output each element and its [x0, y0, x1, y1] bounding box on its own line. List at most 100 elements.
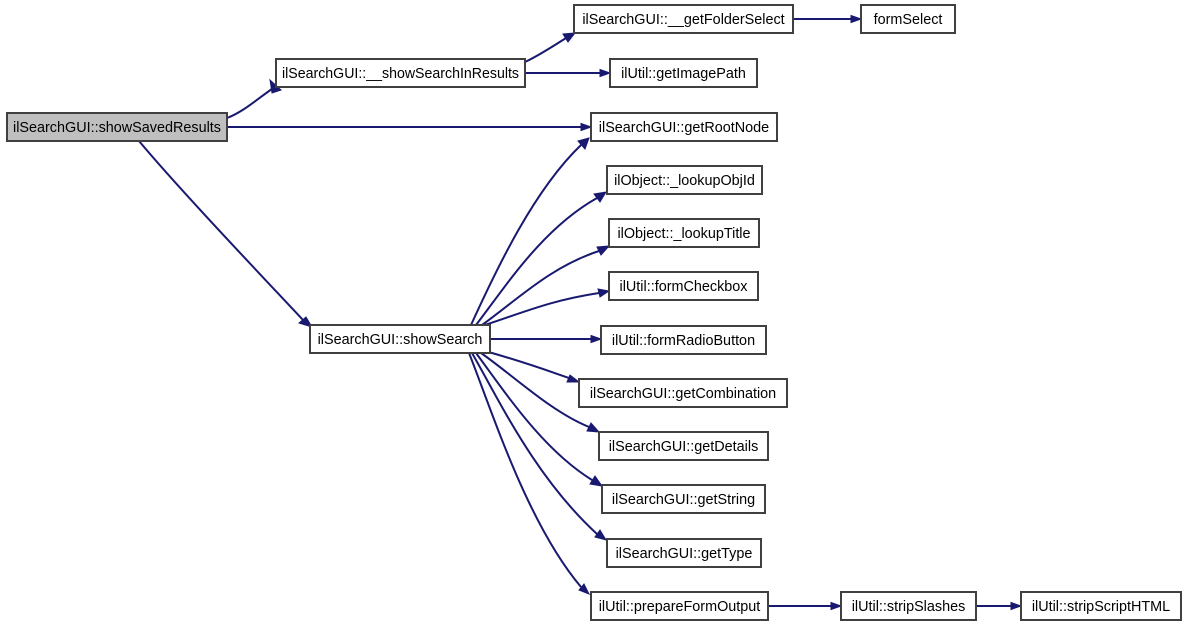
- node-rect[interactable]: [590, 591, 769, 621]
- node-rect[interactable]: [608, 271, 759, 301]
- node-rect[interactable]: [309, 324, 491, 354]
- call-edge-showSavedResults-to-getRootNode: [227, 122, 593, 132]
- graph-node-getType[interactable]: ilSearchGUI::getType: [606, 538, 762, 568]
- graph-node-stripScriptHTML[interactable]: ilUtil::stripScriptHTML: [1020, 591, 1182, 621]
- node-label: ilSearchGUI::__getFolderSelect: [582, 12, 784, 28]
- node-rect[interactable]: [601, 484, 766, 514]
- node-rect[interactable]: [590, 112, 778, 142]
- arrowhead-icon: [577, 137, 590, 150]
- graph-node-lookupTitle[interactable]: ilObject::_lookupTitle: [608, 218, 760, 248]
- node-label: ilSearchGUI::showSearch: [318, 332, 483, 348]
- node-label: ilUtil::formRadioButton: [612, 333, 755, 349]
- arrowhead-icon: [590, 334, 603, 344]
- node-label: ilSearchGUI::getString: [612, 492, 755, 508]
- arrowhead-icon: [566, 374, 581, 383]
- arrowhead-icon: [850, 14, 863, 24]
- graph-node-lookupObjId[interactable]: ilObject::_lookupObjId: [606, 165, 763, 195]
- call-edge-showSearch-to-lookupObjId: [475, 191, 607, 326]
- edge-line: [226, 85, 277, 119]
- node-rect[interactable]: [578, 378, 788, 408]
- call-edge-showSearchInResults-to-getImagePath: [525, 68, 612, 78]
- graph-node-formSelect[interactable]: formSelect: [860, 4, 956, 34]
- graph-node-getCombination[interactable]: ilSearchGUI::getCombination: [578, 378, 788, 408]
- graph-node-getRootNode[interactable]: ilSearchGUI::getRootNode: [590, 112, 778, 142]
- call-edge-showSearch-to-getType: [471, 352, 608, 541]
- node-rect[interactable]: [573, 4, 794, 34]
- edge-line: [475, 197, 598, 326]
- graph-node-stripSlashes[interactable]: ilUtil::stripSlashes: [840, 591, 977, 621]
- arrowhead-icon: [599, 68, 612, 78]
- node-label: ilUtil::getImagePath: [621, 66, 746, 82]
- arrowhead-icon: [597, 288, 611, 298]
- call-edge-showSearch-to-getDetails: [480, 352, 601, 433]
- edge-line: [468, 352, 582, 588]
- call-edge-showSavedResults-to-showSearch: [138, 140, 314, 328]
- node-label: ilSearchGUI::getRootNode: [599, 120, 769, 136]
- edge-line: [480, 352, 590, 428]
- graph-node-getString[interactable]: ilSearchGUI::getString: [601, 484, 766, 514]
- arrowhead-icon: [596, 245, 611, 256]
- graph-node-getImagePath[interactable]: ilUtil::getImagePath: [609, 58, 758, 88]
- graph-node-showSavedResults[interactable]: ilSearchGUI::showSavedResults: [6, 112, 228, 142]
- node-rect[interactable]: [840, 591, 977, 621]
- node-label: ilSearchGUI::getCombination: [590, 386, 776, 402]
- arrowhead-icon: [594, 529, 608, 541]
- node-label: formSelect: [874, 12, 943, 28]
- node-rect[interactable]: [608, 218, 760, 248]
- node-rect[interactable]: [600, 325, 767, 355]
- node-label: ilUtil::prepareFormOutput: [599, 599, 761, 615]
- node-rect[interactable]: [606, 538, 762, 568]
- call-edge-getFolderSelect-to-formSelect: [793, 14, 863, 24]
- arrowhead-icon: [593, 191, 607, 203]
- node-label: ilUtil::stripSlashes: [852, 599, 966, 615]
- node-label: ilSearchGUI::__showSearchInResults: [282, 66, 519, 82]
- node-label: ilObject::_lookupTitle: [617, 226, 750, 242]
- nodes-layer: ilSearchGUI::showSavedResultsilSearchGUI…: [6, 4, 1182, 621]
- arrowhead-icon: [580, 122, 593, 132]
- edge-line: [484, 350, 570, 379]
- node-rect[interactable]: [609, 58, 758, 88]
- arrowhead-icon: [562, 32, 577, 43]
- call-edge-showSearch-to-getRootNode: [470, 137, 590, 326]
- edge-line: [475, 352, 593, 481]
- edge-line: [471, 352, 598, 535]
- node-rect[interactable]: [606, 165, 763, 195]
- node-label: ilUtil::stripScriptHTML: [1032, 599, 1170, 615]
- edge-line: [470, 144, 582, 326]
- call-edge-showSearchInResults-to-getFolderSelect: [524, 32, 577, 63]
- edge-line: [138, 140, 304, 321]
- call-edge-showSearch-to-formRadioButton: [490, 334, 603, 344]
- node-label: ilSearchGUI::getType: [616, 546, 753, 562]
- graph-node-prepareFormOutput[interactable]: ilUtil::prepareFormOutput: [590, 591, 769, 621]
- call-edge-showSearch-to-prepareFormOutput: [468, 352, 591, 595]
- arrowhead-icon: [297, 316, 314, 328]
- node-rect[interactable]: [598, 431, 769, 461]
- call-edge-showSearch-to-formCheckbox: [484, 288, 611, 326]
- call-edge-showSearch-to-getCombination: [484, 350, 581, 383]
- arrowhead-icon: [830, 601, 843, 611]
- call-edge-stripSlashes-to-stripScriptHTML: [977, 601, 1023, 611]
- arrowhead-icon: [589, 475, 604, 487]
- graph-node-showSearch[interactable]: ilSearchGUI::showSearch: [309, 324, 491, 354]
- node-rect[interactable]: [860, 4, 956, 34]
- graph-node-getFolderSelect[interactable]: ilSearchGUI::__getFolderSelect: [573, 4, 794, 34]
- edge-line: [481, 250, 600, 326]
- node-rect[interactable]: [275, 58, 526, 88]
- call-edge-showSearch-to-getString: [475, 352, 604, 487]
- node-label: ilUtil::formCheckbox: [620, 279, 749, 295]
- graph-node-formCheckbox[interactable]: ilUtil::formCheckbox: [608, 271, 759, 301]
- node-label: ilObject::_lookupObjId: [614, 173, 755, 189]
- call-edge-showSavedResults-to-showSearchInResults: [226, 78, 282, 119]
- edge-line: [484, 292, 600, 326]
- call-edge-prepareFormOutput-to-stripSlashes: [769, 601, 843, 611]
- graph-node-formRadioButton[interactable]: ilUtil::formRadioButton: [600, 325, 767, 355]
- call-edge-showSearch-to-lookupTitle: [481, 245, 611, 326]
- node-rect[interactable]: [6, 112, 228, 142]
- edges-layer: [138, 14, 1023, 611]
- graph-node-showSearchInResults[interactable]: ilSearchGUI::__showSearchInResults: [275, 58, 526, 88]
- arrowhead-icon: [1010, 601, 1023, 611]
- node-rect[interactable]: [1020, 591, 1182, 621]
- graph-node-getDetails[interactable]: ilSearchGUI::getDetails: [598, 431, 769, 461]
